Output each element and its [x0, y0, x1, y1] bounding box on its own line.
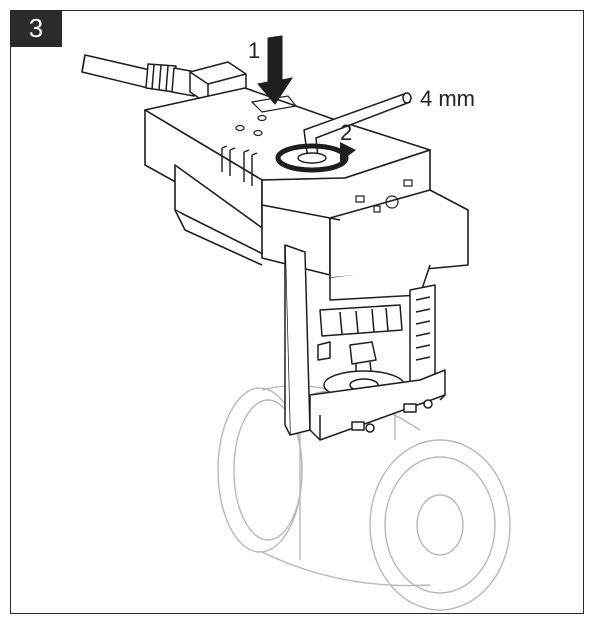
- tool-size-label: 4 mm: [420, 86, 475, 111]
- power-cable: [81, 54, 197, 97]
- coupling-yoke: [284, 244, 446, 441]
- actuator-housing: [144, 87, 469, 279]
- housing-vents: [221, 145, 258, 186]
- step-number-badge: 3: [10, 10, 62, 47]
- rotate-arrow-icon: [275, 142, 356, 173]
- push-arrow-icon: [257, 35, 294, 105]
- callout-1-label: 1: [248, 38, 260, 63]
- figure-frame: [10, 10, 584, 614]
- callout-2-label: 2: [340, 120, 352, 145]
